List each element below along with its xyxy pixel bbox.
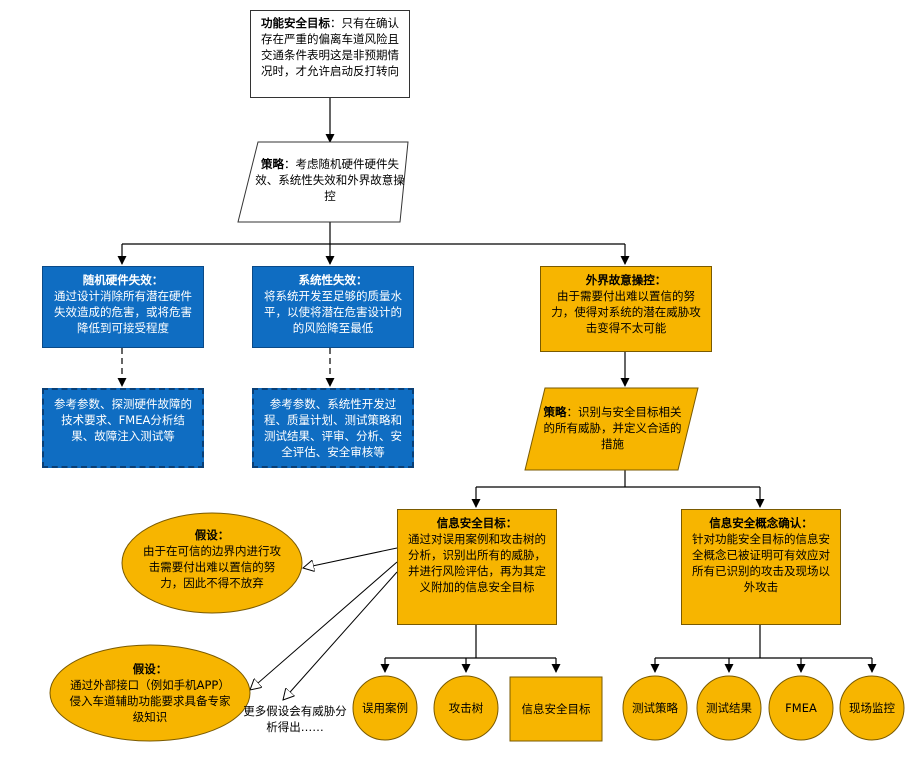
leaf-misuse-case: 误用案例 [362, 701, 408, 715]
assumption-1-title: 假设： [194, 528, 230, 542]
random-hw-evidence-node: 参考参数、探测硬件故障的技术要求、FMEA分析结果、故障注入测试等 [42, 388, 204, 468]
leaf-test-strategy: 测试策略 [632, 701, 678, 715]
strategy2-text: ：识别与安全目标相关的所有威胁，并定义合适的措施 [543, 405, 682, 451]
goal-title: 功能安全目标 [261, 16, 330, 30]
systematic-text: 将系统开发至足够的质量水平，以使将潜在危害设计的的风险降至最低 [264, 289, 402, 335]
assumption-2-title: 假设： [132, 662, 168, 676]
security-confirm-node: 信息安全概念确认： 针对功能安全目标的信息安全概念已被证明可有效应对所有已识别的… [681, 509, 841, 625]
systematic-evidence-text: 参考参数、系统性开发过程、质量计划、测试策略和测试结果、评审、分析、安全评估、安… [264, 397, 402, 459]
leaf-test-result: 测试结果 [706, 701, 752, 715]
random-hw-evidence-text: 参考参数、探测硬件故障的技术要求、FMEA分析结果、故障注入测试等 [54, 397, 192, 443]
leaf-fmea: FMEA [785, 701, 817, 715]
edge-to-assumption1 [303, 547, 398, 568]
security-goal-node: 信息安全目标： 通过对误用案例和攻击树的分析，识别出所有的威胁，并进行风险评估，… [397, 509, 557, 625]
systematic-failure-node: 系统性失效： 将系统开发至足够的质量水平，以使将潜在危害设计的的风险降至最低 [252, 266, 414, 348]
random-hw-text: 通过设计消除所有潜在硬件失效造成的危害，或将危害降低到可接受程度 [54, 289, 192, 335]
edge-to-assumption2 [250, 561, 398, 690]
leaf-circle-fmea [768, 675, 834, 741]
strategy2-parallelogram [524, 387, 699, 471]
assumption-ellipse-1 [121, 512, 303, 614]
random-hw-title: 随机硬件失效： [82, 273, 164, 287]
assumption-1-text: 由于在可信的边界内进行攻击需要付出难以置信的努力，因此不得不放弃 [143, 544, 281, 590]
edge-to-more-note [283, 571, 398, 700]
strategy-text: ：考虑随机硬件硬件失效、系统性失效和外界故意操控 [255, 157, 405, 203]
external-text: 由于需要付出难以置信的努力，使得对系统的潜在威胁攻击变得不太可能 [551, 289, 701, 335]
leaf-circle-field [839, 675, 905, 741]
assumption-ellipse-2 [49, 644, 251, 742]
security-confirm-text: 针对功能安全目标的信息安全概念已被证明可有效应对所有已识别的攻击及现场以外攻击 [692, 532, 830, 594]
strategy2-node: 策略：识别与安全目标相关的所有威胁，并定义合适的措施 [540, 404, 685, 452]
leaf-rect-security-goal [509, 676, 603, 742]
strategy-parallelogram [237, 141, 409, 223]
security-confirm-title: 信息安全概念确认： [709, 516, 813, 530]
more-assumptions-note: 更多假设会有威胁分析得出…… [243, 704, 347, 734]
functional-safety-goal: 功能安全目标：只有在确认存在严重的偏离车道风险且交通条件表明这是非预期情况时，才… [250, 10, 410, 98]
leaf-security-goal: 信息安全目标 [521, 702, 591, 716]
systematic-evidence-node: 参考参数、系统性开发过程、质量计划、测试策略和测试结果、评审、分析、安全评估、安… [252, 388, 414, 468]
leaf-circle-teststrategy [622, 675, 688, 741]
assumption-2-text: 通过外部接口（例如手机APP）侵入车道辅助功能要求具备专家级知识 [69, 678, 231, 724]
leaf-circle-misuse [352, 675, 418, 741]
systematic-title: 系统性失效： [298, 273, 368, 287]
assumption-2: 假设： 通过外部接口（例如手机APP）侵入车道辅助功能要求具备专家级知识 [68, 661, 232, 725]
leaf-attack-tree: 攻击树 [448, 701, 484, 715]
goal-text: ：只有在确认存在严重的偏离车道风险且交通条件表明这是非预期情况时，才允许启动反打… [261, 16, 399, 78]
external-manipulation-node: 外界故意操控： 由于需要付出难以置信的努力，使得对系统的潜在威胁攻击变得不太可能 [540, 266, 712, 352]
strategy-node: 策略：考虑随机硬件硬件失效、系统性失效和外界故意操控 [255, 156, 405, 204]
random-hw-failure-node: 随机硬件失效： 通过设计消除所有潜在硬件失效造成的危害，或将危害降低到可接受程度 [42, 266, 204, 348]
security-goal-title: 信息安全目标： [436, 516, 518, 530]
leaf-field-monitoring: 现场监控 [849, 701, 895, 715]
leaf-circle-attacktree [433, 675, 499, 741]
assumption-1: 假设： 由于在可信的边界内进行攻击需要付出难以置信的努力，因此不得不放弃 [142, 527, 282, 591]
security-goal-text: 通过对误用案例和攻击树的分析，识别出所有的威胁，并进行风险评估，再为其定义附加的… [408, 532, 546, 594]
leaf-circle-testresult [696, 675, 762, 741]
strategy2-title: 策略 [543, 405, 567, 419]
external-title: 外界故意操控： [585, 273, 667, 287]
strategy-title: 策略 [261, 157, 284, 171]
